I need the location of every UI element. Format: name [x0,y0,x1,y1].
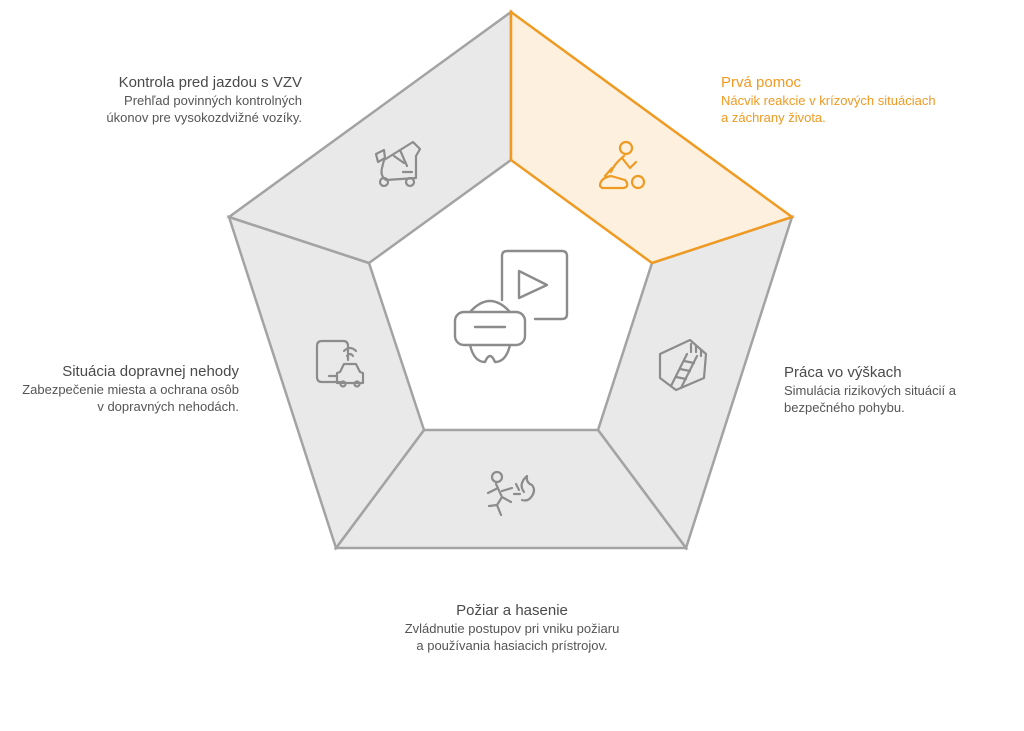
fire-escape-icon [486,470,536,517]
forklift-check-desc-line-2: úkonov pre vysokozdvižné vozíky. [106,110,302,125]
ladder-icon [658,338,708,392]
label-forklift-check: Kontrola pred jazdou s VZV Prehľad povin… [40,73,302,126]
traffic-accident-desc-line-1: Zabezpečenie miesta a ochrana osôb [22,382,239,397]
label-fire: Požiar a hasenie Zvládnutie postupov pri… [362,601,662,654]
label-work-at-height: Práca vo výškach Simulácia rizikových si… [784,363,1009,416]
phone-car-icon [315,339,365,388]
traffic-accident-title: Situácia dopravnej nehody [62,363,239,380]
forklift-check-desc-line-1: Prehľad povinných kontrolných [124,93,302,108]
forklift-icon [374,140,422,188]
first-aid-title: Prvá pomoc [721,74,802,91]
first-aid-icon [598,140,646,190]
work-at-height-desc-line-2: bezpečného pohybu. [784,400,905,415]
segment-first-aid[interactable] [509,9,795,265]
forklift-check-title: Kontrola pred jazdou s VZV [118,74,302,91]
first-aid-desc-line-1: Nácvik reakcie v krízových situáciach [721,93,936,108]
label-traffic-accident: Situácia dopravnej nehody Zabezpečenie m… [0,362,239,415]
first-aid-desc-line-2: a záchrany života. [721,110,826,125]
segment-forklift-check[interactable] [226,9,513,265]
work-at-height-title: Práca vo výškach [784,364,902,381]
fire-title: Požiar a hasenie [456,602,568,619]
fire-desc-line-2: a používania hasiacich prístrojov. [416,638,608,653]
vr-headset-video-icon [453,249,569,364]
fire-desc-line-1: Zvládnutie postupov pri vniku požiaru [404,621,620,636]
traffic-accident-desc-line-2: v dopravných nehodách. [97,399,239,414]
label-first-aid: Prvá pomoc Nácvik reakcie v krízových si… [721,73,981,126]
work-at-height-desc-line-1: Simulácia rizikových situácií a [784,383,956,398]
